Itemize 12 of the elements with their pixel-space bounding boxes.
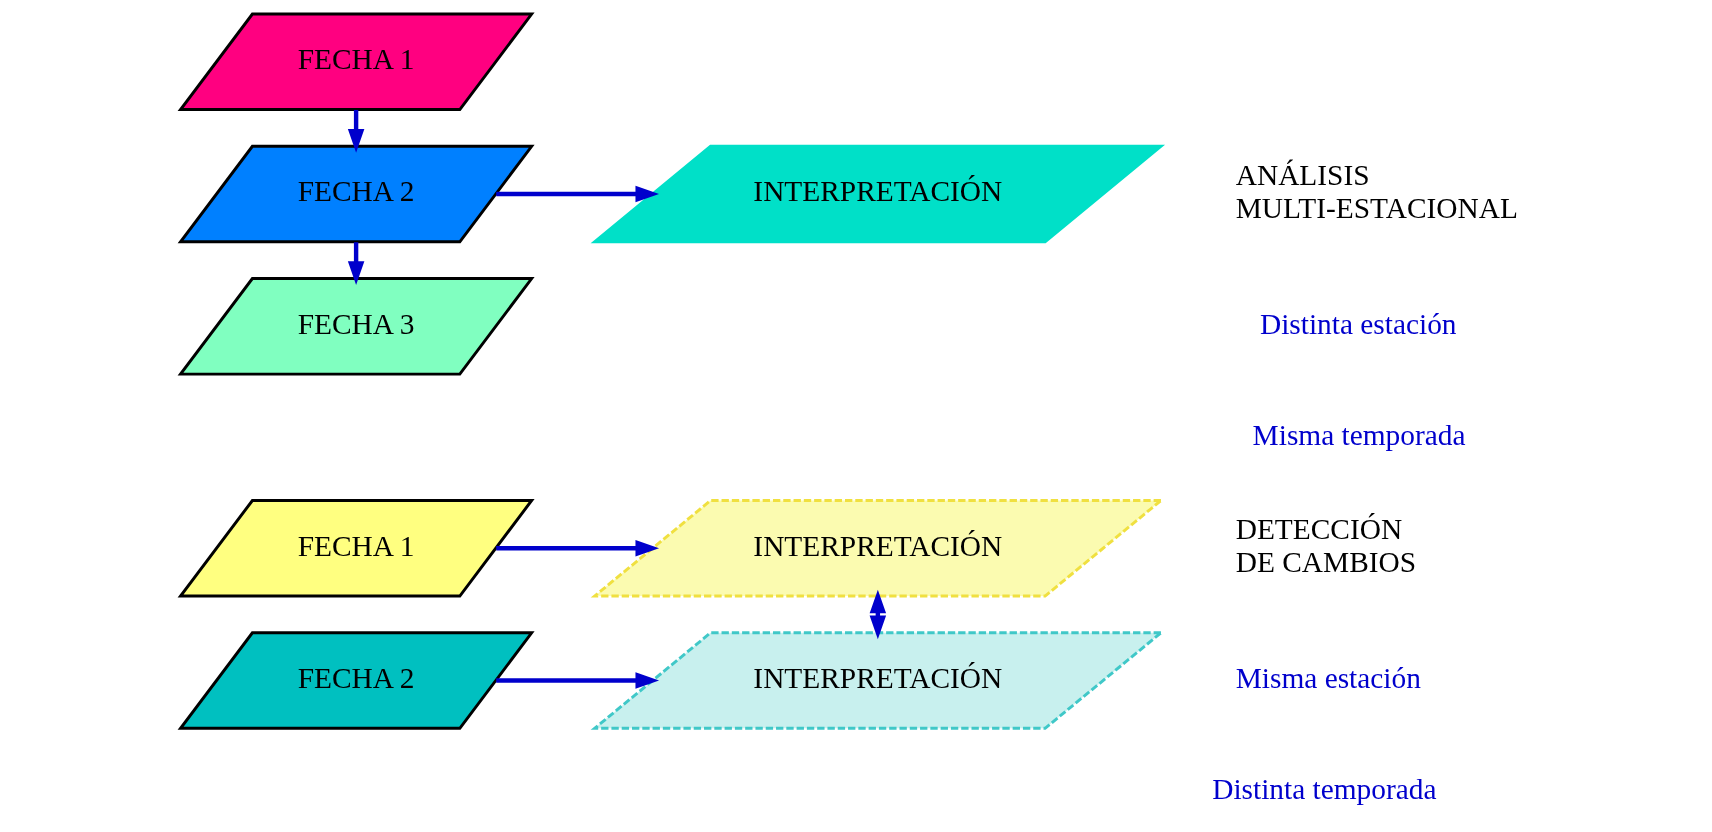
label: Misma estación <box>1235 661 1421 694</box>
arrow <box>347 242 365 285</box>
arrow <box>347 109 365 153</box>
arrow <box>869 589 887 640</box>
label: DETECCIÓN DE CAMBIOS <box>1235 513 1417 578</box>
label: Distinta temporada <box>1212 772 1437 805</box>
label: Misma temporada <box>1252 418 1466 451</box>
arrow <box>496 540 660 557</box>
label: Distinta estación <box>1259 307 1457 340</box>
label: ANÁLISIS MULTI-ESTACIONAL <box>1235 159 1518 224</box>
arrow <box>496 672 660 689</box>
arrow <box>496 185 660 203</box>
